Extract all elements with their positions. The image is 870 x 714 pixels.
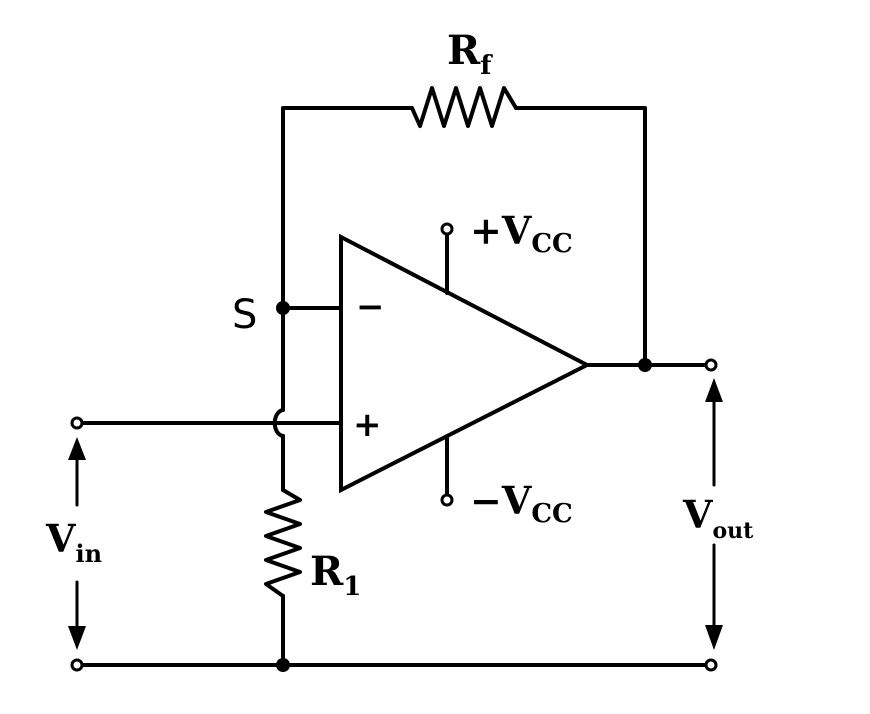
- vcc-pos-label: +VCC: [470, 208, 573, 259]
- junction-dot-ground-icon: [276, 658, 290, 672]
- inverting-sign-label: −: [356, 287, 385, 327]
- r1-label: R1: [310, 548, 361, 602]
- vout-label: Vout: [682, 492, 754, 544]
- rf-label: Rf: [447, 27, 493, 81]
- terminal-vcc-pos-icon: [440, 222, 454, 236]
- op-amp-triangle-icon: [339, 233, 592, 494]
- terminal-vout-top-icon: [704, 358, 718, 372]
- terminal-vin-top-icon: [70, 416, 84, 430]
- terminal-vout-bottom-icon: [704, 658, 718, 672]
- resistor-rf-icon: [410, 86, 518, 128]
- noninverting-sign-label: +: [353, 405, 382, 445]
- vin-arrow-icon: [68, 437, 86, 650]
- vin-label: Vin: [45, 516, 102, 568]
- junction-dot-output-icon: [638, 358, 652, 372]
- terminal-vin-bottom-icon: [70, 658, 84, 672]
- junction-dot-s-icon: [276, 301, 290, 315]
- s-node-down-wire: [272, 306, 285, 438]
- vout-arrow-icon: [705, 378, 723, 650]
- feedback-wires: [281, 106, 647, 367]
- resistor-r1-icon: [264, 488, 302, 598]
- node-s-label: S: [232, 292, 257, 338]
- vcc-neg-label: −VCC: [470, 478, 573, 529]
- terminal-vcc-neg-icon: [440, 493, 454, 507]
